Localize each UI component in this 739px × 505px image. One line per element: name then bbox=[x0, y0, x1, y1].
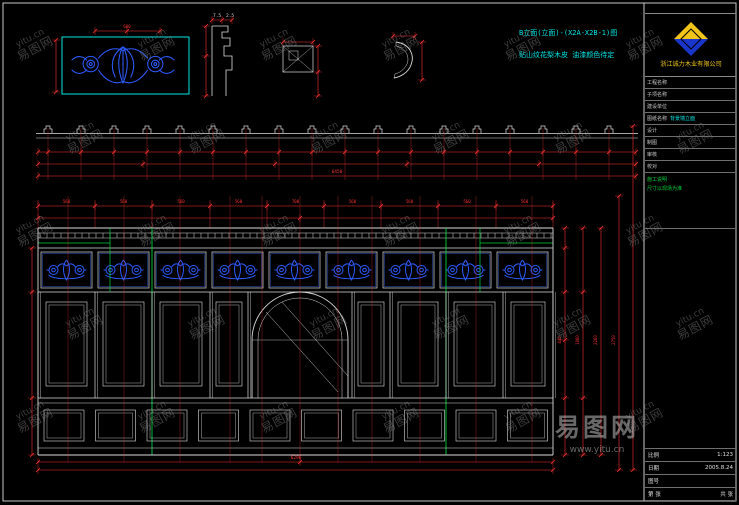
svg-text:2260: 2260 bbox=[593, 335, 598, 345]
svg-text:2750: 2750 bbox=[611, 335, 616, 345]
title-block-top-cell bbox=[645, 3, 736, 14]
svg-text:560: 560 bbox=[463, 199, 471, 204]
svg-text:440: 440 bbox=[557, 336, 562, 344]
title-field-row: 工程名称 bbox=[645, 77, 736, 89]
company-logo-icon bbox=[673, 22, 708, 56]
note-line: 施工说明 bbox=[647, 177, 668, 183]
scale-row: 比例 1:123 bbox=[645, 449, 736, 462]
title-field-row: 建设单位 bbox=[645, 101, 736, 113]
title-field-row: 制图 bbox=[645, 137, 736, 149]
drawing-no-row: 图号 bbox=[645, 475, 736, 488]
svg-text:560: 560 bbox=[235, 199, 243, 204]
date-value: 2005.8.24 bbox=[705, 465, 733, 471]
title-block: 浙江诚力木业有限公司 工程名称 子项名称 建设单位 图纸名称 背景墙立面 设计 … bbox=[645, 3, 736, 501]
svg-text:560: 560 bbox=[63, 199, 71, 204]
notes-cell: 施工说明 尺寸以现场为准 bbox=[645, 173, 736, 229]
svg-text:700: 700 bbox=[292, 199, 300, 204]
profile-dim-b: 2.5 bbox=[226, 13, 234, 19]
svg-text:560: 560 bbox=[349, 199, 357, 204]
svg-text:560: 560 bbox=[120, 199, 128, 204]
company-name: 浙江诚力木业有限公司 bbox=[659, 60, 722, 68]
svg-text:560: 560 bbox=[406, 199, 414, 204]
title-field-row: 审核 bbox=[645, 149, 736, 161]
curved-molding-detail bbox=[393, 41, 413, 79]
svg-text:600: 600 bbox=[123, 24, 131, 29]
note-line: 尺寸以现场为准 bbox=[647, 186, 683, 192]
molding-profile-detail bbox=[211, 25, 233, 96]
scale-value: 1:123 bbox=[717, 452, 733, 458]
svg-text:560: 560 bbox=[177, 199, 185, 204]
square-section-detail bbox=[282, 45, 314, 73]
detail-note-line2: 贴山纹花梨木皮 油漆颜色待定 bbox=[519, 50, 614, 59]
svg-text:1060: 1060 bbox=[575, 335, 580, 345]
title-field-row: 子项名称 bbox=[645, 89, 736, 101]
sheet-row: 第 张 共 张 bbox=[645, 488, 736, 501]
logo-cell: 浙江诚力木业有限公司 bbox=[645, 14, 736, 77]
svg-text:560: 560 bbox=[521, 199, 529, 204]
title-field-row: 校对 bbox=[645, 161, 736, 173]
date-row: 日期 2005.8.24 bbox=[645, 462, 736, 475]
svg-text:6296: 6296 bbox=[291, 455, 302, 461]
empty-cell bbox=[645, 229, 736, 449]
svg-text:6450: 6450 bbox=[332, 169, 343, 175]
title-field-row: 图纸名称 背景墙立面 bbox=[645, 113, 736, 125]
title-field-row: 设计 bbox=[645, 125, 736, 137]
profile-dim-a: 7.5 bbox=[213, 13, 221, 19]
ornament-detail bbox=[61, 36, 190, 95]
detail-note-line1: B立面(立面)-(X2A-X2B-1)图 bbox=[519, 28, 617, 37]
